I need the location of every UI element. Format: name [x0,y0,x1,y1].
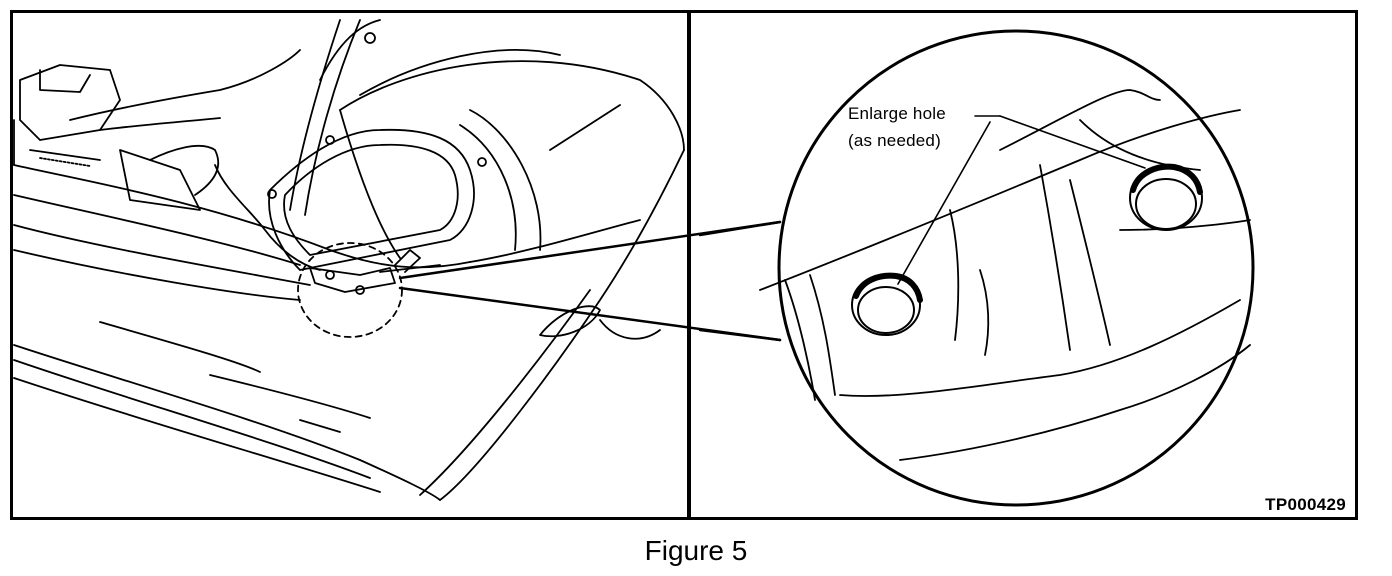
callout-leader-lines [897,115,1146,285]
callout-label-enlarge-hole: Enlarge hole [848,104,946,123]
figure-caption: Figure 5 [644,535,748,566]
enlarged-hole-left [851,272,923,336]
enlarged-hole-right [1129,163,1203,231]
callout-label-as-needed: (as needed) [848,131,941,150]
bumper-overview-drawing [13,19,685,501]
reference-code: TP000429 [1265,495,1346,514]
magnifier-circle [777,29,1255,507]
magnified-detail-view [698,29,1255,507]
detail-marker-circle [297,242,403,338]
